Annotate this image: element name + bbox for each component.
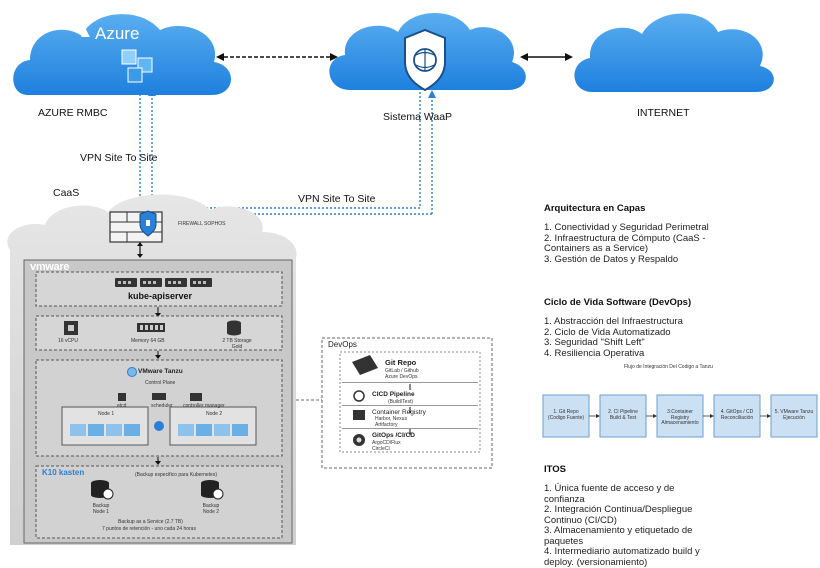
ciclo-item: 4. Resiliencia Operativa (544, 349, 683, 360)
cicd-sub: (Build/Test) (388, 399, 413, 405)
memory-icon (137, 323, 165, 332)
flujo-title: Flujo de Integración Del Codigo a Tanzu (624, 364, 713, 370)
firewall-label: FIREWALL SOPHOS (178, 221, 225, 227)
arquitectura-item: 1. Conectividad y Seguridad Perimetral (544, 223, 709, 234)
itos-item: 1. Única fuente de acceso y de (544, 484, 700, 495)
vpn-label-right: VPN Site To Site (298, 193, 375, 205)
pipeline-icon (354, 391, 364, 401)
cp-item-controller: controller manager (183, 403, 225, 409)
itos-item: 2. Integración Continua/Despliegue (544, 505, 700, 516)
arquitectura-item: Containers as a Service) (544, 244, 709, 255)
waap-cloud (329, 13, 525, 90)
devops-title: DevOps (328, 340, 357, 349)
gitops-sub2: CircleCI (372, 446, 390, 452)
itos-title: ITOS (544, 464, 566, 475)
azure-label: AZURE RMBC (38, 107, 107, 119)
arquitectura-title: Arquitectura en Capas (544, 203, 645, 214)
vmware-logo: vmware (30, 261, 69, 273)
vpn-label-left: VPN Site To Site (80, 152, 157, 164)
gitops-icon (353, 434, 365, 446)
git-icon (352, 355, 378, 375)
kube-label: kube-apiserver (128, 291, 192, 301)
registry-icon (353, 410, 365, 420)
tanzu-label: VMware Tanzu (138, 368, 183, 375)
node1-label: Node 1 (98, 411, 114, 417)
backup-footer-1: Backup as a Service (2.7 TB) (118, 519, 183, 525)
cicd-title: CICD Pipeline (372, 391, 415, 398)
itos-item: 3. Almacenamiento y etiquetado de (544, 526, 700, 537)
ciclo-list: 1. Abstracción del Infraestructura 2. Ci… (544, 317, 683, 359)
itos-item: 4. Intermediario automatizado build y (544, 547, 700, 558)
git-title: Git Repo (385, 358, 416, 367)
kasten-desc: (Backup especifico para Kubernetes) (135, 472, 217, 478)
azure-logo-icon: ▲ (78, 24, 93, 41)
internet-label: INTERNET (637, 107, 690, 119)
arquitectura-item: 3. Gestión de Datos y Respaldo (544, 255, 709, 266)
ciclo-item: 3. Seguridad "Shift Left" (544, 338, 683, 349)
flujo-step: 1. Git Repo (Codigo Fuente) (545, 410, 587, 421)
control-plane-label: Control Plane (145, 380, 175, 386)
backup-footer-2: 7 puntos de retención - uno cada 24 hora… (102, 526, 196, 532)
memory-label: Memory 64 GB (131, 338, 165, 344)
ciclo-item: 1. Abstracción del Infraestructura (544, 317, 683, 328)
kasten-logo: K10 kasten (42, 468, 84, 477)
vpn-links (140, 90, 432, 214)
git-sub2: Azure DevOps (385, 374, 418, 380)
itos-list: 1. Única fuente de acceso y de confianza… (544, 484, 700, 568)
backup2-label: Backup Node 2 (197, 503, 225, 515)
flujo-step: 2. CI Pipeline Build & Test (602, 410, 644, 421)
ciclo-title: Ciclo de Vida Software (DevOps) (544, 297, 691, 308)
cpu-icon (64, 321, 78, 335)
registry-sub2: Artifactory (375, 422, 398, 428)
firewall-icon (110, 211, 162, 242)
azure-logo-text: Azure (95, 24, 139, 44)
registry-title: Container Registry (372, 409, 426, 416)
arquitectura-list: 1. Conectividad y Seguridad Perimetral 2… (544, 223, 709, 265)
waap-label: Sistema WaaP (383, 111, 452, 123)
cp-item-etcd: etcd (117, 403, 126, 409)
storage-label: 2 TB Storage Gold (222, 338, 252, 350)
gitops-title: GitOps /CI/CD (372, 432, 415, 439)
itos-item: deploy. (versionamiento) (544, 558, 700, 568)
caas-label: CaaS (53, 187, 79, 199)
flujo-step: 4. GitOps / CD Reconciliación (716, 410, 758, 421)
internet-cloud (574, 13, 773, 92)
node2-label: Node 2 (206, 411, 222, 417)
storage-icon (227, 321, 241, 336)
cp-item-scheduler: scheduler (151, 403, 173, 409)
cpu-label: 16 vCPU (58, 338, 78, 344)
flujo-step: 3.Container Registry Almacenamiento (659, 410, 701, 427)
flujo-step: 5. VMware Tanzu Ejecución (773, 410, 815, 421)
backup1-label: Backup Node 1 (87, 503, 115, 515)
